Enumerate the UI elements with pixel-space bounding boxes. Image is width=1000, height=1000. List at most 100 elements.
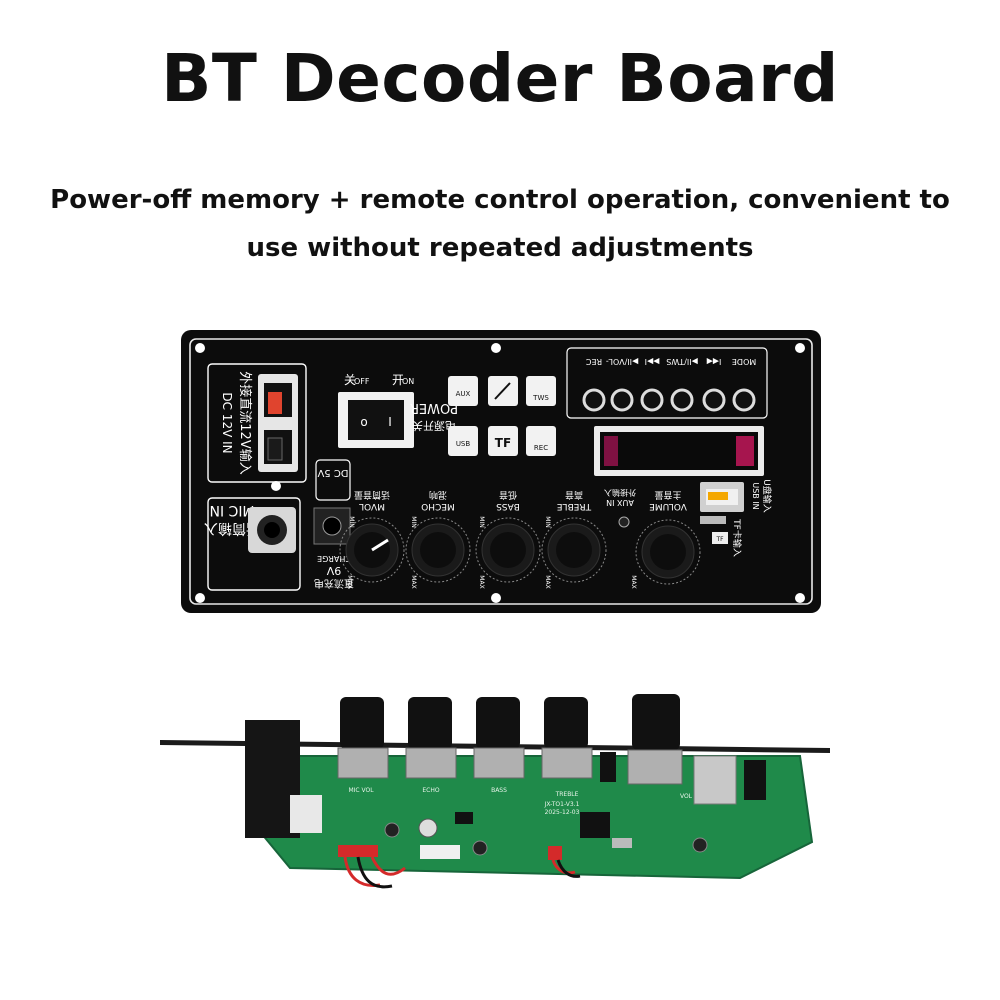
mode-icon-label: TF	[495, 436, 511, 450]
silk-label: BASS	[491, 787, 507, 794]
usb-in-cn-label: U盘输入	[761, 479, 773, 513]
white-header	[420, 845, 460, 859]
svg-text:MAX: MAX	[544, 575, 551, 588]
off-label: OFF	[354, 377, 370, 386]
mount-hole	[795, 593, 805, 603]
knob-bass[interactable]: 低音 BASS MIN MAX	[475, 489, 541, 589]
dc-5v-jack: DC 5V 直流充电 9V CHARGE	[313, 459, 354, 590]
red-terminal	[268, 392, 282, 414]
button-label: MODE	[732, 357, 756, 366]
aux-jack	[618, 516, 630, 528]
black-terminal	[267, 437, 283, 461]
knob-mvol[interactable]: 话筒音量 MVOL MIN MAX	[339, 489, 405, 589]
tws-icon	[526, 376, 556, 406]
knob-label: MECHO	[421, 501, 455, 511]
usb-icon	[448, 426, 478, 456]
mount-hole	[195, 343, 205, 353]
button-label: ▶II/VOL-	[606, 357, 639, 366]
knob-label-cn: 话筒音量	[354, 489, 390, 501]
usb-in-label: USB IN	[751, 482, 760, 509]
power-switch-block: 关 OFF 开 ON o I 电源开关 POWER	[338, 373, 458, 448]
aux-icon	[448, 376, 478, 406]
front-panel: 外接直流12V输入 DC 12V IN 话筒输入 MIC IN DC 5V	[181, 330, 821, 613]
button-label: ▶▶I	[645, 357, 660, 366]
red-connector	[338, 845, 378, 857]
on-cn-label: 开	[392, 373, 404, 387]
mode-icon-label: REC	[534, 444, 548, 452]
svg-text:MIN: MIN	[348, 516, 355, 527]
knob-label: BASS	[496, 501, 520, 511]
charge-voltage: 9V	[326, 564, 341, 577]
tf-slot	[700, 516, 726, 524]
knob-label-cn: 高音	[565, 489, 583, 501]
mount-hole	[491, 343, 501, 353]
tf-label: TF	[715, 536, 724, 543]
dc-in-label: DC 12V IN	[220, 392, 234, 453]
svg-text:MAX: MAX	[630, 575, 637, 588]
aux-in-cn-label: 外接输入	[604, 488, 636, 498]
knob-label-cn: 低音	[499, 489, 517, 501]
rec-icon	[526, 426, 556, 456]
usb-tf-block: U盘输入 USB IN TF卡输入 TF	[700, 479, 773, 557]
charge-label: CHARGE	[317, 554, 351, 563]
pcb-side-view: MIC VOL ECHO BASS TREBLE VOL JX-TO1-V3.1…	[160, 694, 830, 889]
svg-text:o: o	[360, 415, 367, 429]
svg-text:MIN: MIN	[544, 516, 551, 527]
prev-button[interactable]	[702, 388, 726, 412]
button-label: ▶II/TWS	[666, 357, 697, 366]
pcb-date: 2025-12-03	[545, 809, 580, 816]
aux-in-label: AUX IN	[606, 498, 634, 507]
mode-button[interactable]	[732, 388, 756, 412]
dc5v-label: DC 5V	[317, 467, 348, 478]
charge-cn-label: 直流充电	[314, 577, 354, 590]
dc-12v-input: 外接直流12V输入 DC 12V IN	[207, 363, 307, 483]
next-button[interactable]	[640, 388, 664, 412]
knob-label-cn: 主音量	[654, 489, 681, 501]
mode-icon-label: AUX	[456, 390, 471, 398]
mode-icons: AUX TWS USB TF REC	[448, 376, 556, 456]
silk-label: ECHO	[422, 787, 439, 794]
silk-label: TREBLE	[555, 791, 579, 798]
rec-button[interactable]	[582, 388, 606, 412]
tf-in-cn-label: TF卡输入	[731, 518, 743, 557]
button-label: I◀◀	[706, 357, 722, 366]
dc-in-cn-label: 外接直流12V输入	[237, 371, 253, 474]
svg-text:I: I	[388, 415, 392, 429]
knob-label: VOLUME	[649, 501, 687, 511]
button-label: REC	[585, 357, 602, 366]
mic-in-cn-label: 话筒输入	[204, 520, 260, 537]
on-label: ON	[402, 377, 414, 386]
mic-in: 话筒输入 MIC IN	[204, 497, 301, 591]
knob-treble[interactable]: 高音 TREBLE MIN MAX	[541, 489, 607, 589]
tf-card-slot	[693, 755, 737, 805]
svg-text:MIN: MIN	[410, 516, 417, 527]
page-subtitle: Power-off memory + remote control operat…	[50, 185, 950, 263]
power-label: POWER	[410, 400, 458, 415]
silk-label: MIC VOL	[348, 787, 374, 794]
mount-hole	[795, 343, 805, 353]
svg-text:MAX: MAX	[410, 575, 417, 588]
mount-hole	[195, 593, 205, 603]
knob-mecho[interactable]: 混响 MECHO MIN MAX	[405, 489, 471, 589]
page-title: BT Decoder Board	[161, 40, 839, 117]
power-cn-label: 电源开关	[412, 419, 456, 433]
play-vol-down-button[interactable]	[610, 388, 634, 412]
svg-text:MAX: MAX	[346, 575, 353, 588]
off-cn-label: 关	[344, 373, 356, 387]
button-row: REC ▶II/VOL- ▶▶I ▶II/TWS I◀◀ MODE	[566, 347, 768, 419]
mode-icon-label: USB	[456, 440, 471, 448]
silk-label: VOL	[680, 793, 693, 800]
svg-text:MAX: MAX	[478, 575, 485, 588]
pcb-model: JX-TO1-V3.1	[544, 801, 580, 808]
display-window	[594, 426, 764, 476]
svg-text:MIN: MIN	[478, 516, 485, 527]
knob-label: TREBLE	[557, 501, 593, 511]
mode-icon-label: TWS	[532, 394, 549, 402]
white-connector	[290, 795, 322, 833]
knob-volume[interactable]: 外接输入 AUX IN 主音量 VOLUME MAX	[604, 488, 701, 589]
tf-icon	[488, 426, 518, 456]
play-tws-button[interactable]	[670, 388, 694, 412]
pcb-knobs	[337, 694, 683, 785]
knob-label: MVOL	[359, 501, 385, 511]
